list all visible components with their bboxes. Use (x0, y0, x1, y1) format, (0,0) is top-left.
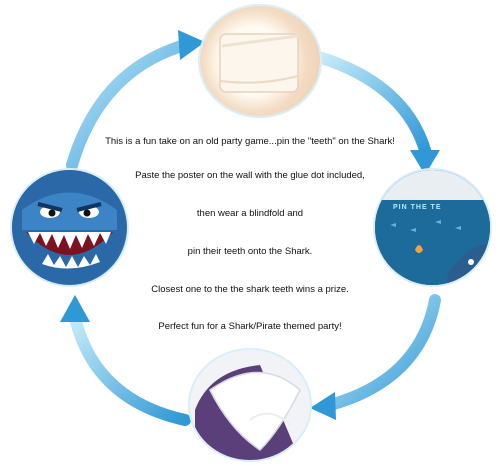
tooth-sticker-photo (190, 350, 310, 460)
arrow-bottom-right-head (310, 392, 336, 420)
instruction-line-1: This is a fun take on an old party game.… (105, 136, 395, 147)
instruction-line-3: then wear a blindfold and (196, 208, 304, 219)
arrow-top-right-head (410, 150, 440, 175)
glue-dot-photo (200, 6, 320, 116)
arrow-top-left (66, 39, 191, 171)
arrow-top-right (316, 52, 431, 156)
instruction-line-5: Closest one to the the shark teeth wins … (151, 284, 349, 295)
arrow-bottom-left (69, 312, 191, 426)
instruction-line-6: Perfect fun for a Shark/Pirate themed pa… (158, 321, 342, 332)
shark-face-photo (12, 170, 127, 285)
arrow-bottom-left-head (60, 295, 90, 322)
poster-photo: PIN THE TE (375, 170, 490, 285)
instruction-line-4: pin their teeth onto the Shark. (187, 246, 313, 257)
arrow-bottom-right (324, 294, 441, 411)
arrow-top-left-head (178, 30, 205, 60)
instruction-line-2: Paste the poster on the wall with the gl… (135, 170, 365, 181)
poster-text: PIN THE TE (393, 204, 442, 211)
